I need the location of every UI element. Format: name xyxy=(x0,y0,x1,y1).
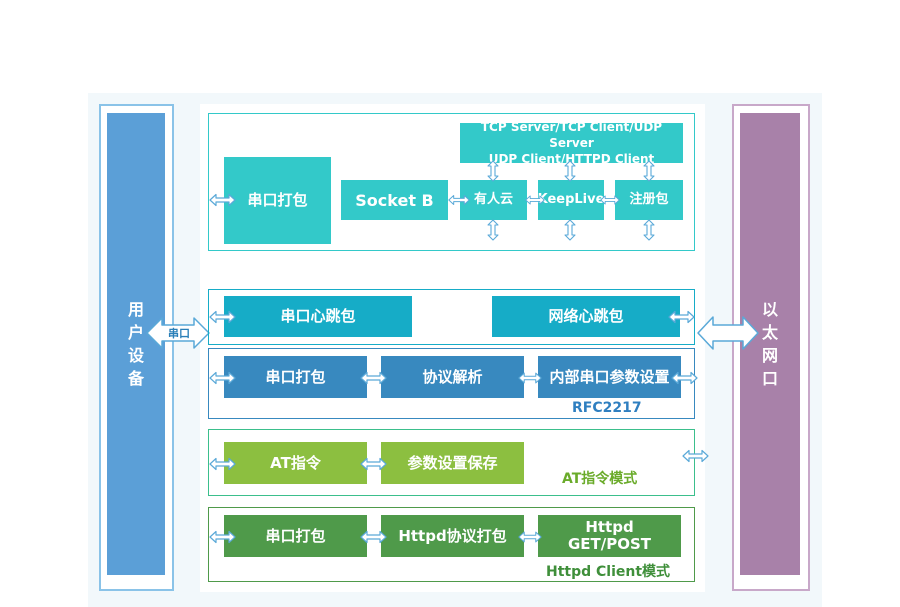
at-mode-section xyxy=(208,429,695,496)
double-arrow-icon xyxy=(360,371,387,385)
rfc-serial-pack-box: 串口打包 xyxy=(224,356,367,398)
double-arrow-icon xyxy=(682,449,709,463)
double-arrow-icon xyxy=(600,193,620,207)
double-arrow-icon xyxy=(671,371,698,385)
httpd-client-section xyxy=(208,507,695,582)
httpd-get-post-box: Httpd GET/POST xyxy=(538,515,681,557)
double-arrow-icon xyxy=(668,310,695,324)
ethernet-column: 以太网口 xyxy=(740,113,800,575)
socket-serial-pack-box: 串口打包 xyxy=(224,157,331,244)
network-heartbeat-box: 网络心跳包 xyxy=(492,296,680,337)
rfc2217-caption: RFC2217 xyxy=(572,400,642,416)
socket-section xyxy=(208,113,695,251)
ethernet-label: 以太网口 xyxy=(761,300,778,388)
double-arrow-icon xyxy=(448,193,470,207)
cloud-box: 有人云 xyxy=(460,180,527,220)
httpd-client-caption: Httpd Client模式 xyxy=(546,564,671,580)
param-save-box: 参数设置保存 xyxy=(381,442,524,484)
httpd-serial-pack-box: 串口打包 xyxy=(224,515,367,557)
param-setting-box: 内部串口参数设置 xyxy=(538,356,681,398)
keepalive-box: KeepLive xyxy=(538,180,604,220)
double-arrow-icon xyxy=(360,530,387,544)
ethernet-link-arrow xyxy=(697,316,759,350)
vertical-arrow-icon xyxy=(564,219,576,241)
double-arrow-icon xyxy=(209,310,236,324)
vertical-arrow-icon xyxy=(643,160,655,182)
register-pack-box: 注册包 xyxy=(615,180,683,220)
double-arrow-icon xyxy=(209,193,236,207)
protocol-parse-box: 协议解析 xyxy=(381,356,524,398)
serial-link-arrow xyxy=(146,317,210,349)
at-mode-caption: AT指令模式 xyxy=(562,471,638,487)
vertical-arrow-icon xyxy=(643,219,655,241)
double-arrow-icon xyxy=(209,530,236,544)
user-device-column: 用户设备 xyxy=(107,113,165,575)
serial-heartbeat-box: 串口心跳包 xyxy=(224,296,412,337)
double-arrow-icon xyxy=(209,371,236,385)
at-cmd-box: AT指令 xyxy=(224,442,367,484)
user-device-label: 用户设备 xyxy=(127,300,144,388)
double-arrow-icon xyxy=(360,457,387,471)
vertical-arrow-icon xyxy=(564,160,576,182)
socket-modes-box: TCP Server/TCP Client/UDP Server UDP Cli… xyxy=(460,120,683,166)
double-arrow-icon xyxy=(518,371,542,385)
double-arrow-icon xyxy=(209,457,236,471)
double-arrow-icon xyxy=(525,193,545,207)
socket-b-box: Socket B xyxy=(341,180,448,220)
vertical-arrow-icon xyxy=(487,219,499,241)
httpd-protocol-pack-box: Httpd协议打包 xyxy=(381,515,524,557)
serial-link-label: 串口 xyxy=(168,327,190,340)
vertical-arrow-icon xyxy=(487,160,499,182)
double-arrow-icon xyxy=(518,530,542,544)
rfc2217-section xyxy=(208,348,695,419)
